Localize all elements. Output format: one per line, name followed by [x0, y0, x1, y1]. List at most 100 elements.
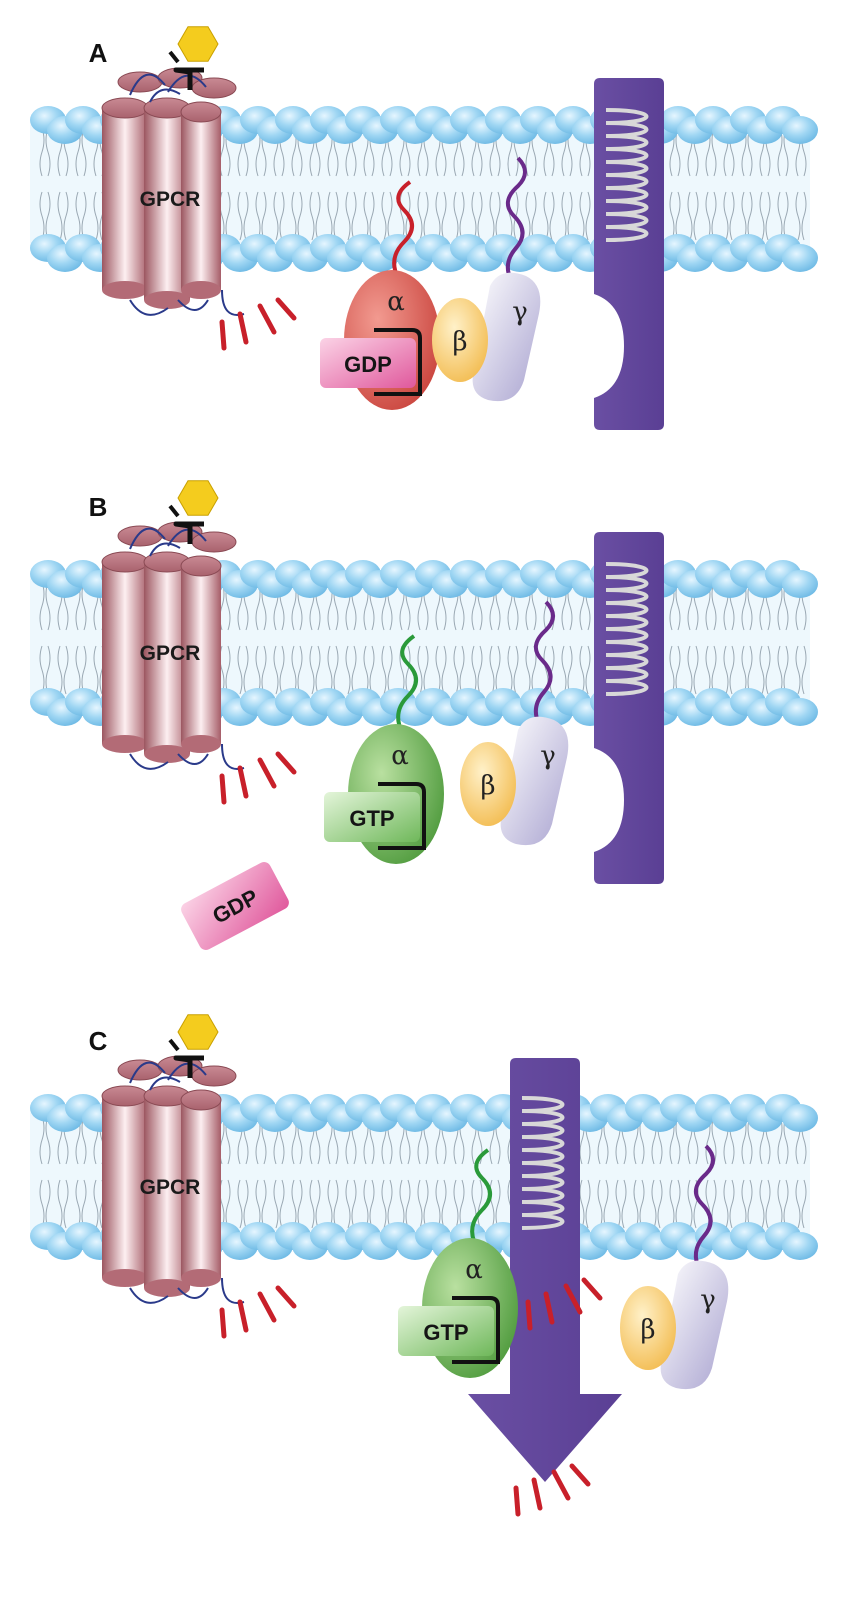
- c-terminal-tail: [221, 743, 245, 770]
- helix-top: [191, 1065, 237, 1087]
- lipid-tail: [345, 645, 357, 695]
- lipid-tail: [273, 191, 285, 241]
- effector-body: [594, 532, 664, 884]
- transmembrane-coil: [521, 1096, 565, 1230]
- nucleotide-pocket: [378, 782, 426, 850]
- lipid-tail: [237, 645, 249, 695]
- helix-top: [101, 551, 149, 573]
- lipid-tail: [417, 191, 429, 241]
- lipid-tail: [741, 1179, 753, 1229]
- helix-bottom: [144, 291, 190, 309]
- panel-label: C: [89, 1026, 108, 1056]
- lipid-tail: [579, 191, 591, 241]
- nucleotide-label: GTP: [423, 1320, 468, 1345]
- beta-body: [432, 298, 488, 382]
- helix-top: [191, 77, 237, 99]
- lipid-tail: [417, 645, 429, 695]
- gamma-label: γ: [700, 1285, 716, 1315]
- helix-bottom: [102, 1269, 148, 1287]
- lipid-tail: [309, 191, 321, 241]
- lipid-tail: [291, 645, 303, 695]
- extracellular-loop: [129, 1061, 207, 1091]
- beta-body: [620, 1286, 676, 1370]
- lipid-tail: [777, 645, 789, 695]
- helix-top: [101, 1085, 149, 1107]
- signal-dashes: [513, 1463, 591, 1517]
- beta-label: β: [452, 327, 467, 357]
- lipid-tail: [543, 191, 555, 241]
- lipid-anchor: [470, 1148, 492, 1247]
- lipid-tail: [327, 1179, 339, 1229]
- lipid-tail: [687, 191, 699, 241]
- gamma-body: [472, 272, 541, 402]
- intracellular-loop: [129, 753, 209, 770]
- nucleotide-pocket: [452, 1296, 500, 1364]
- lipid-tail: [327, 645, 339, 695]
- bound-nucleotide: GTP: [398, 1306, 494, 1356]
- lipid-tail: [291, 1179, 303, 1229]
- nucleotide-tag: [324, 792, 420, 842]
- lipid-head: [782, 1232, 818, 1260]
- transmembrane-helix: [181, 1100, 221, 1278]
- helix-bottom: [181, 281, 221, 299]
- lipid-tail: [489, 191, 501, 241]
- effector-protein: [594, 532, 664, 884]
- beta-label: β: [640, 1315, 655, 1345]
- panel-label: A: [89, 38, 108, 68]
- lipid-head: [782, 244, 818, 272]
- nucleotide-label: GDP: [344, 352, 392, 377]
- beta-body: [460, 742, 516, 826]
- lipid-tail: [525, 191, 537, 241]
- lipid-tail: [705, 191, 717, 241]
- helix-top: [101, 97, 149, 119]
- helix-top: [180, 101, 222, 123]
- transmembrane-helix: [181, 566, 221, 744]
- lipid-tail: [777, 1179, 789, 1229]
- gpcr-receptor: GPCR: [101, 1055, 245, 1304]
- lipid-tail: [237, 1179, 249, 1229]
- lipid-tail: [561, 645, 573, 695]
- lipid-tail: [453, 645, 465, 695]
- lipid-tail: [381, 1179, 393, 1229]
- lipid-tail: [759, 191, 771, 241]
- helix-bottom: [144, 745, 190, 763]
- lipid-tail: [345, 191, 357, 241]
- lipid-tail: [579, 1179, 591, 1229]
- signal-dashes: [219, 751, 297, 805]
- nucleotide-label: GTP: [349, 806, 394, 831]
- nucleotide-tag: [320, 338, 416, 388]
- alpha-label: α: [387, 287, 405, 317]
- lipid-tail: [723, 1179, 735, 1229]
- panel-label: B: [89, 492, 108, 522]
- transmembrane-helix: [102, 1096, 148, 1278]
- lipid-tail: [399, 1179, 411, 1229]
- lipid-tail: [669, 1179, 681, 1229]
- lipid-tail: [453, 1179, 465, 1229]
- beta-label: β: [480, 771, 495, 801]
- lipid-tail: [345, 1179, 357, 1229]
- lipid-tail: [255, 191, 267, 241]
- lipid-tail: [363, 191, 375, 241]
- lipid-tail: [363, 645, 375, 695]
- transmembrane-coil: [605, 562, 649, 696]
- lipid-tail: [39, 191, 51, 241]
- lipid-tail: [435, 1179, 447, 1229]
- lipid-tail: [615, 1179, 627, 1229]
- transmembrane-helix: [181, 112, 221, 290]
- g-beta-gamma-dimer: γβ: [620, 1144, 729, 1390]
- ligand: [168, 26, 219, 90]
- lipid-tail: [75, 1179, 87, 1229]
- lipid-tail: [39, 581, 51, 631]
- ligand: [168, 480, 219, 544]
- lipid-tail: [597, 1179, 609, 1229]
- gpcr-label: GPCR: [140, 188, 201, 211]
- nucleotide-tag: [398, 1306, 494, 1356]
- lipid-tail: [327, 191, 339, 241]
- effector-protein: [594, 78, 664, 430]
- lipid-tail: [381, 645, 393, 695]
- gamma-anchor: [505, 156, 527, 283]
